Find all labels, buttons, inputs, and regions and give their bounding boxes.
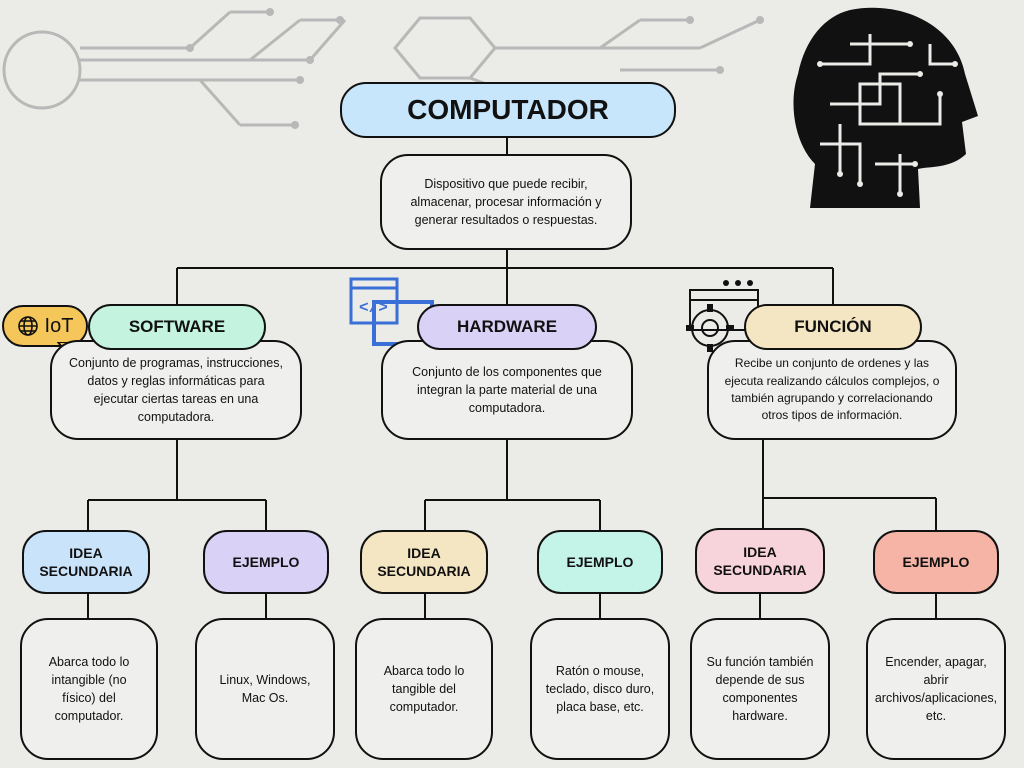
funcion-idea-text: Su función también depende de sus compon…	[690, 618, 830, 760]
funcion-example-label: EJEMPLO	[873, 530, 999, 594]
funcion-idea-label: IDEA SECUNDARIA	[695, 528, 825, 594]
hardware-example-text: Ratón o mouse, teclado, disco duro, plac…	[530, 618, 670, 760]
software-example-text: Linux, Windows, Mac Os.	[195, 618, 335, 760]
globe-icon	[17, 316, 38, 336]
iot-label: IoT	[44, 314, 74, 337]
funcion-description: Recibe un conjunto de ordenes y las ejec…	[707, 340, 957, 440]
hardware-label: HARDWARE	[417, 304, 597, 350]
software-label: SOFTWARE	[88, 304, 266, 350]
circuit-head-icon	[793, 7, 978, 209]
software-idea-label: IDEA SECUNDARIA	[22, 530, 150, 594]
software-example-label: EJEMPLO	[203, 530, 329, 594]
funcion-label: FUNCIÓN	[744, 304, 922, 350]
hardware-description: Conjunto de los componentes que integran…	[381, 340, 633, 440]
funcion-example-text: Encender, apagar, abrir archivos/aplicac…	[866, 618, 1006, 760]
software-idea-text: Abarca todo lo intangible (no físico) de…	[20, 618, 158, 760]
definition-card: Dispositivo que puede recibir, almacenar…	[380, 154, 632, 250]
hardware-example-label: EJEMPLO	[537, 530, 663, 594]
software-description: Conjunto de programas, instrucciones, da…	[50, 340, 302, 440]
hardware-idea-text: Abarca todo lo tangible del computador.	[355, 618, 493, 760]
hardware-idea-label: IDEA SECUNDARIA	[360, 530, 488, 594]
page-title: COMPUTADOR	[340, 82, 676, 138]
